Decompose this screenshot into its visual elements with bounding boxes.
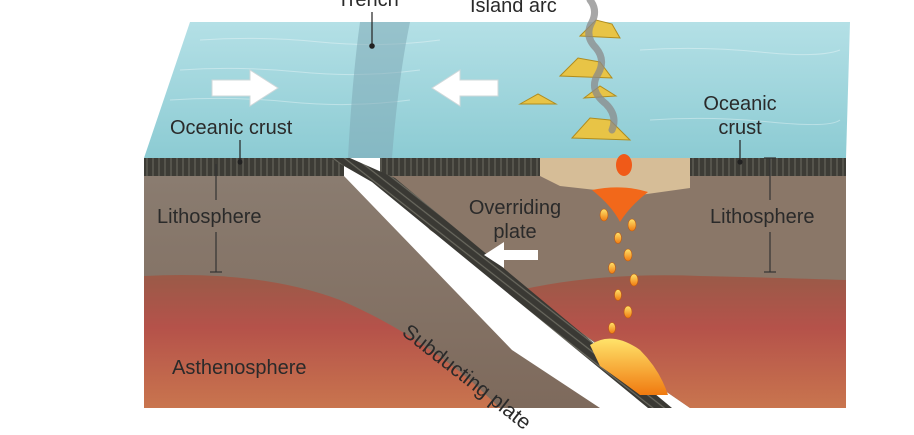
oceanic-crust-band-left: [144, 158, 344, 176]
magma-pocket: [616, 154, 632, 176]
subducting-slab: [330, 158, 672, 408]
rising-magma-droplets: [599, 208, 639, 334]
melt-zone: [590, 338, 668, 395]
overriding-plate-arrow: [484, 242, 538, 268]
subducting-plate-arrow: [496, 312, 540, 340]
trench-surface-streak: [348, 22, 410, 158]
volcanic-plume: [585, 0, 618, 134]
asthenosphere-label: Asthenosphere: [172, 357, 307, 379]
lithosphere-right-label: Lithosphere: [710, 206, 815, 228]
subduction-diagram: Trench Island arc Oceanic crust Oceanic …: [144, 0, 850, 434]
oceanic-crust-left-label: Oceanic crust: [170, 117, 293, 139]
overriding-crust-band: [380, 158, 540, 176]
asthenosphere-left: [144, 275, 500, 408]
cross-section-illustration: [144, 0, 850, 408]
island-arc-label: Island arc: [470, 0, 557, 17]
magma-chamber: [592, 187, 648, 222]
lithosphere-left-label: Lithosphere: [157, 206, 262, 228]
trench-label: Trench: [337, 0, 399, 11]
plate-motion-arrow-left: [211, 69, 279, 107]
arc-crust-wedge: [540, 158, 690, 195]
lithosphere-brackets: [210, 157, 776, 273]
oceanic-crust-band-right: [690, 158, 846, 176]
plate-motion-arrow-right: [431, 69, 499, 107]
label-leader-lines: [237, 12, 743, 165]
oceanic-crust-right-label: Oceanic crust: [703, 93, 777, 139]
asthenosphere-right: [520, 275, 846, 408]
overriding-plate-label: Overriding plate: [468, 197, 562, 243]
